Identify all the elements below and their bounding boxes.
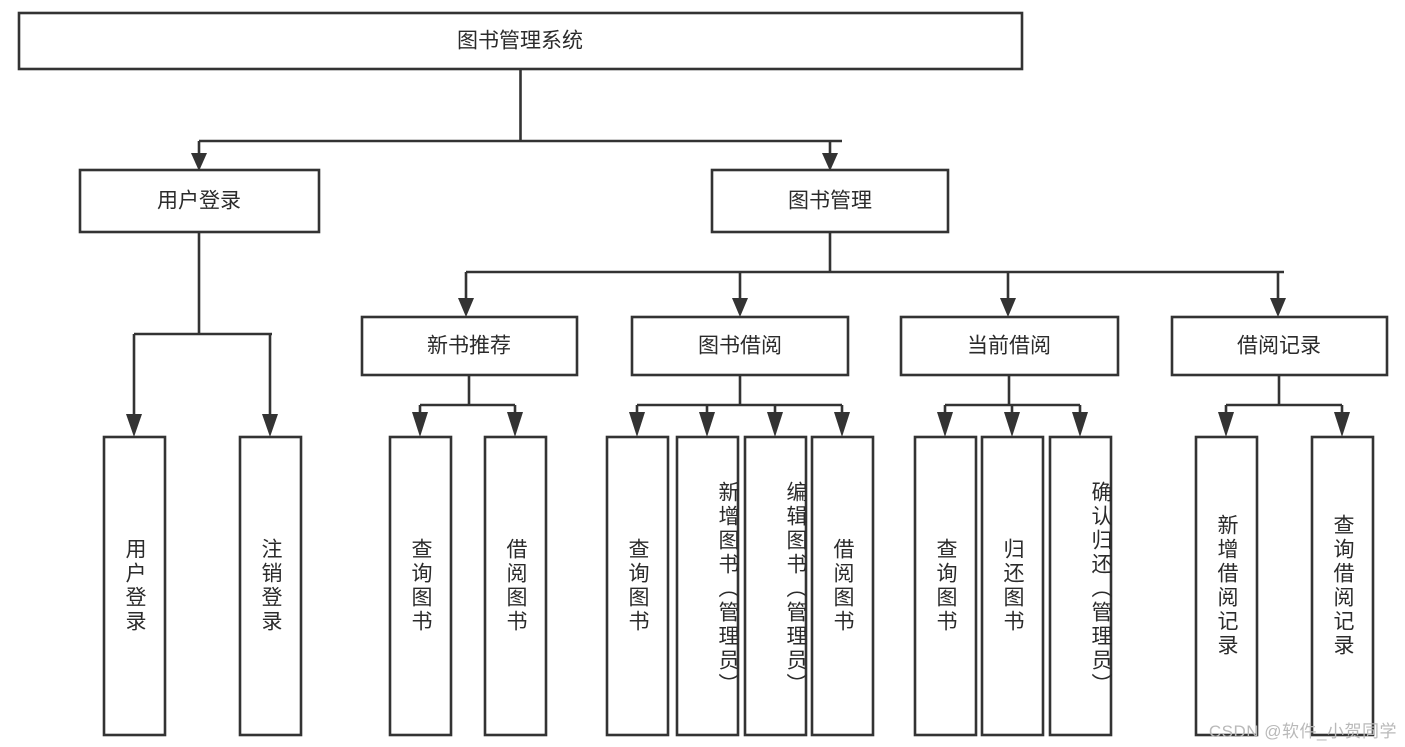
leaf-rect-query-borrow-record[interactable] [1310, 435, 1375, 737]
leaf-rect-add-book[interactable] [675, 435, 740, 737]
arrow-to-current-borrow [1000, 298, 1016, 317]
node-label-book-management: 图书管理 [788, 190, 872, 213]
node-book-management[interactable]: 图书管理 [710, 168, 950, 234]
arrow-leaf-query-book-2 [629, 412, 645, 437]
node-label-root: 图书管理系统 [457, 30, 583, 53]
arrow-leaf-edit-book [767, 412, 783, 437]
node-label-book-borrow: 图书借阅 [698, 335, 782, 358]
leaf-rect-edit-book[interactable] [743, 435, 808, 737]
arrow-leaf-user-login [126, 414, 142, 437]
arrow-to-book-management [822, 153, 838, 171]
arrow-leaf-query-book-3 [937, 412, 953, 437]
node-label-current-borrow: 当前借阅 [967, 335, 1051, 358]
leaf-rect-query-book-1[interactable] [388, 435, 453, 737]
arrow-leaf-query-book-1 [412, 412, 428, 437]
leaf-rect-logout-login[interactable] [238, 435, 303, 737]
node-rect-root[interactable] [17, 11, 1024, 71]
leaf-rect-borrow-book-2[interactable] [810, 435, 875, 737]
leaf-rect-query-book-2[interactable] [605, 435, 670, 737]
node-label-borrow-record: 借阅记录 [1237, 335, 1321, 358]
arrow-to-book-borrow [732, 298, 748, 317]
node-rect-current-borrow[interactable] [899, 315, 1120, 377]
arrow-to-user-login [191, 153, 207, 171]
arrow-leaf-borrow-book-1 [507, 412, 523, 437]
connectors-group [126, 69, 1350, 437]
node-book-borrow[interactable]: 图书借阅 [630, 315, 850, 377]
node-borrow-record[interactable]: 借阅记录 [1170, 315, 1389, 377]
arrow-leaf-return-book [1004, 412, 1020, 437]
node-user-login[interactable]: 用户登录 [78, 168, 321, 234]
arrow-leaf-add-borrow-record [1218, 412, 1234, 437]
node-rect-borrow-record[interactable] [1170, 315, 1389, 377]
node-book-management-system[interactable]: 图书管理系统 [17, 11, 1024, 71]
node-rect-book-management[interactable] [710, 168, 950, 234]
leaf-rect-return-book[interactable] [980, 435, 1045, 737]
arrow-to-new-book-recommend [458, 298, 474, 317]
node-label-user-login: 用户登录 [157, 190, 241, 213]
arrow-leaf-confirm-return [1072, 412, 1088, 437]
arrow-leaf-borrow-book-2 [834, 412, 850, 437]
leaf-rects-group [102, 435, 1375, 737]
arrow-leaf-add-book [699, 412, 715, 437]
arrow-leaf-logout-login [262, 414, 278, 437]
leaf-rect-borrow-book-1[interactable] [483, 435, 548, 737]
leaf-rect-confirm-return[interactable] [1048, 435, 1113, 737]
node-new-book-recommend[interactable]: 新书推荐 [360, 315, 579, 377]
leaf-rect-user-login[interactable] [102, 435, 167, 737]
node-rect-book-borrow[interactable] [630, 315, 850, 377]
csdn-watermark: CSDN @软件_小贺同学 [1208, 722, 1397, 741]
node-rect-new-book-recommend[interactable] [360, 315, 579, 377]
leaf-rect-query-book-3[interactable] [913, 435, 978, 737]
leaf-rect-add-borrow-record[interactable] [1194, 435, 1259, 737]
node-rect-user-login[interactable] [78, 168, 321, 234]
arrow-leaf-query-borrow-record [1334, 412, 1350, 437]
node-label-new-book-recommend: 新书推荐 [427, 335, 511, 358]
node-current-borrow[interactable]: 当前借阅 [899, 315, 1120, 377]
arrow-to-borrow-record [1270, 298, 1286, 317]
